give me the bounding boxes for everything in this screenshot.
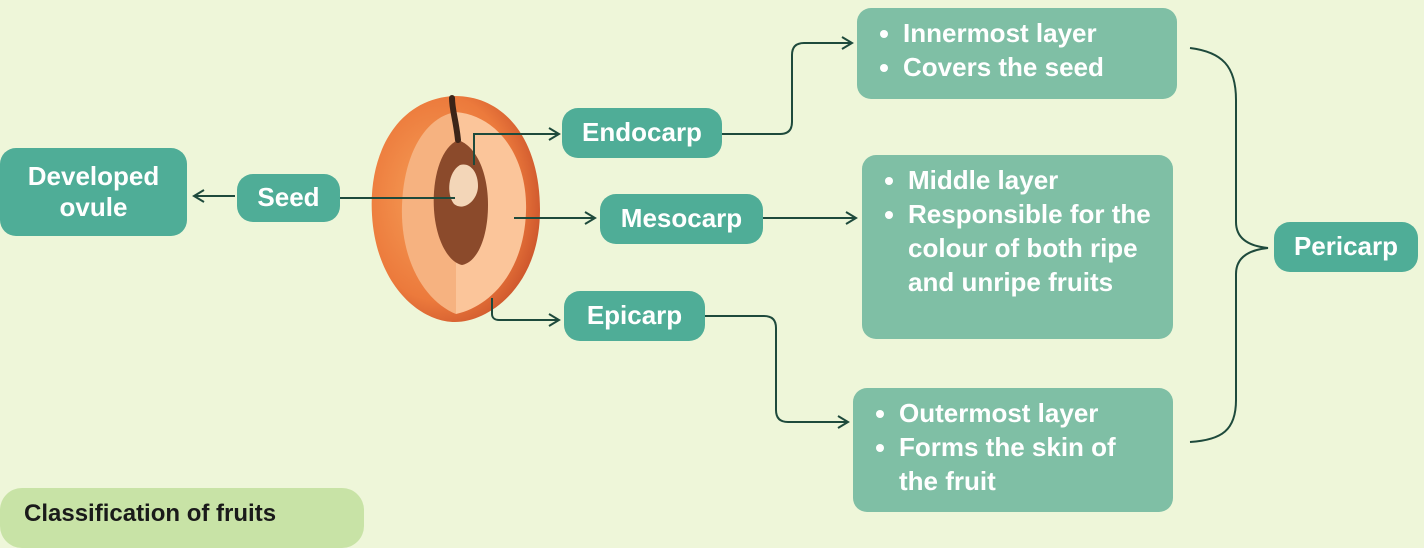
epicarp-description-list: Outermost layer Forms the skin of the fr… — [873, 396, 1159, 498]
endocarp-node: Endocarp — [562, 108, 722, 158]
developed-ovule-label: Developed ovule — [12, 161, 175, 223]
pericarp-brace — [1190, 48, 1268, 442]
epicarp-description-box: Outermost layer Forms the skin of the fr… — [853, 388, 1173, 512]
endocarp-description-list: Innermost layer Covers the seed — [877, 16, 1163, 84]
epicarp-point: Outermost layer — [899, 396, 1159, 430]
endocarp-point: Covers the seed — [903, 50, 1163, 84]
epicarp-to-box-arrow — [705, 316, 848, 422]
developed-ovule-node: Developed ovule — [0, 148, 187, 236]
pericarp-node: Pericarp — [1274, 222, 1418, 272]
endocarp-point: Innermost layer — [903, 16, 1163, 50]
epicarp-label: Epicarp — [587, 300, 682, 331]
mesocarp-node: Mesocarp — [600, 194, 763, 244]
classification-heading: Classification of fruits — [0, 488, 364, 548]
classification-heading-label: Classification of fruits — [24, 500, 276, 527]
pericarp-label: Pericarp — [1294, 231, 1398, 262]
endocarp-to-box-arrow — [722, 43, 852, 134]
seed-label: Seed — [257, 182, 319, 213]
epicarp-node: Epicarp — [564, 291, 705, 341]
diagram-canvas — [0, 0, 1424, 512]
mesocarp-point: Responsible for the colour of both ripe … — [908, 197, 1159, 299]
mesocarp-label: Mesocarp — [621, 203, 742, 234]
endocarp-label: Endocarp — [582, 117, 702, 148]
mesocarp-description-box: Middle layer Responsible for the colour … — [862, 155, 1173, 339]
fruit-cross-section-illustration — [372, 96, 540, 322]
epicarp-point: Forms the skin of the fruit — [899, 430, 1159, 498]
mesocarp-point: Middle layer — [908, 163, 1159, 197]
endocarp-description-box: Innermost layer Covers the seed — [857, 8, 1177, 99]
seed-node: Seed — [237, 174, 340, 222]
mesocarp-description-list: Middle layer Responsible for the colour … — [882, 163, 1159, 299]
